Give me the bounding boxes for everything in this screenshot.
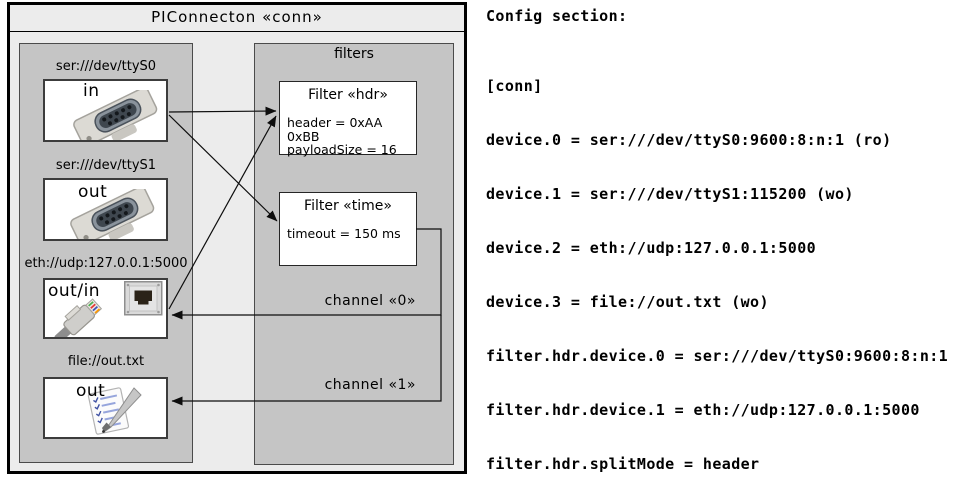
config-text: [conn] device.0 = ser:///dev/ttyS0:9600:… xyxy=(486,41,958,484)
filter-property: payloadSize = 16 xyxy=(287,142,397,157)
device-url-label-ttys0: ser:///dev/ttyS0 xyxy=(55,59,157,74)
title-separator xyxy=(10,31,464,32)
config-line: device.1 = ser:///dev/ttyS1:115200 (wo) xyxy=(486,185,854,203)
config-line: filter.hdr.device.0 = ser:///dev/ttyS0:9… xyxy=(486,347,949,365)
serial-connector-icon xyxy=(70,189,155,239)
device-port-label: out/in xyxy=(48,281,101,301)
device-port-label: out xyxy=(76,381,106,401)
filters-panel-title: filters xyxy=(334,46,374,62)
device-port-label: in xyxy=(83,81,100,101)
config-line: device.0 = ser:///dev/ttyS0:9600:8:n:1 (… xyxy=(486,131,892,149)
ethernet-wall-port xyxy=(124,281,163,316)
notepad-pen-icon xyxy=(87,387,142,435)
filter-title: Filter «hdr» xyxy=(308,87,388,103)
config-line: filter.hdr.device.1 = eth://udp:127.0.0.… xyxy=(486,401,920,419)
filter-properties: timeout = 150 ms xyxy=(287,227,401,241)
device-url-label-eth: eth://udp:127.0.0.1:5000 xyxy=(24,256,188,271)
channel-0-label: channel «0» xyxy=(324,293,416,309)
filter-title: Filter «time» xyxy=(304,198,392,214)
channel-1-label: channel «1» xyxy=(324,377,416,393)
pen xyxy=(102,387,142,433)
filter-property: header = 0xAA 0xBB xyxy=(287,115,383,144)
filter-property: timeout = 150 ms xyxy=(287,226,401,241)
device-card-eth: out/in xyxy=(43,278,168,339)
diagram-title: PIConnecton «conn» xyxy=(151,8,323,26)
config-line: filter.hdr.splitMode = header xyxy=(486,455,760,473)
device-port-label: out xyxy=(78,182,108,202)
device-card-ttys0: in xyxy=(43,79,168,142)
device-url-label-file: file://out.txt xyxy=(67,354,145,369)
device-card-file: out xyxy=(43,377,168,439)
ethernet-plug xyxy=(54,298,103,337)
config-line: device.2 = eth://udp:127.0.0.1:5000 xyxy=(486,239,817,257)
filter-card-hdr: Filter «hdr» header = 0xAA 0xBB payloadS… xyxy=(279,81,417,157)
config-section-heading: Config section: xyxy=(486,7,628,25)
config-line: device.3 = file://out.txt (wo) xyxy=(486,293,769,311)
device-url-label-ttys1: ser:///dev/ttyS1 xyxy=(55,158,157,173)
config-line: [conn] xyxy=(486,77,543,95)
filter-properties: header = 0xAA 0xBB payloadSize = 16 xyxy=(287,116,416,157)
filter-card-time: Filter «time» timeout = 150 ms xyxy=(279,192,417,266)
serial-connector-icon xyxy=(73,90,158,140)
device-card-ttys1: out xyxy=(43,178,168,241)
ethernet-connector-icon xyxy=(54,281,163,337)
